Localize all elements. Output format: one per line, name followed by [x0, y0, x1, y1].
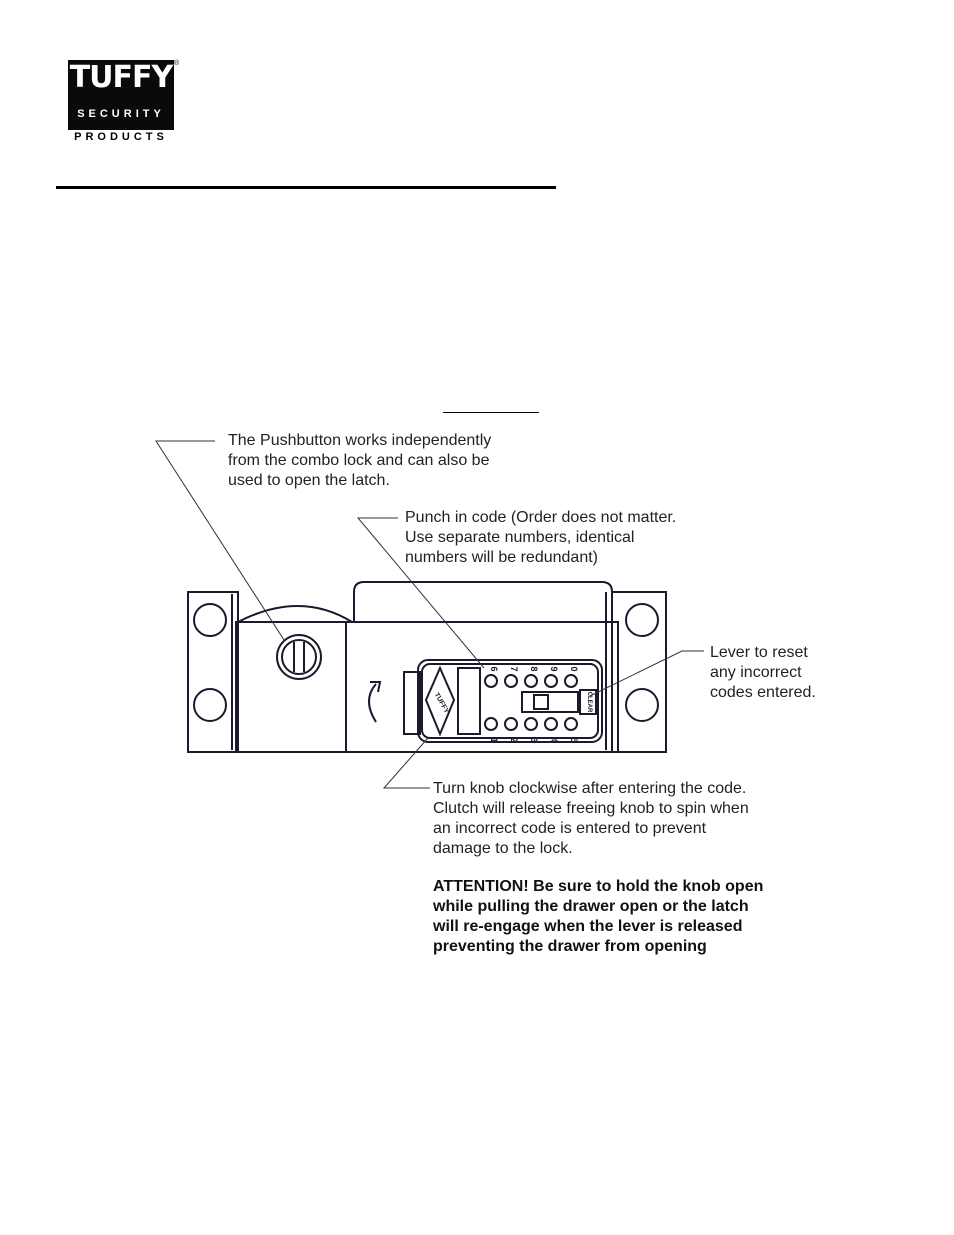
key-4	[544, 717, 558, 731]
turn-note-line: an incorrect code is entered to prevent	[433, 820, 707, 837]
turn-leader	[382, 737, 430, 789]
logo-registered-mark: ®	[174, 60, 180, 67]
key-1	[484, 717, 498, 731]
rotate-arrow-icon	[368, 683, 377, 723]
turn-note-line: damage to the lock.	[433, 840, 573, 857]
knob-side	[403, 671, 421, 735]
punch-note-line: numbers will be redundant)	[405, 549, 598, 566]
logo-security: SECURITY	[77, 108, 165, 120]
attention-note-line: ATTENTION! Be sure to hold the knob open	[433, 878, 764, 895]
key-8	[524, 674, 538, 688]
keypad-top-digit: 6	[489, 666, 499, 671]
pushbutton-note: The Pushbutton works independently from …	[228, 431, 491, 491]
turn-note-line: Clutch will release freeing knob to spin…	[433, 800, 749, 817]
pushbutton-note-line: The Pushbutton works independently	[228, 432, 492, 449]
pushbutton-inner	[281, 639, 317, 675]
pushbutton-leader	[155, 440, 285, 641]
logo-brand: TUFFY	[69, 60, 174, 95]
left-top-mount-hole	[193, 603, 227, 637]
keypad-panel	[417, 659, 603, 743]
keypad-top-digit: 9	[549, 666, 559, 671]
right-top-mount-hole	[625, 603, 659, 637]
punch-note-line: Use separate numbers, identical	[405, 529, 635, 546]
key-0	[564, 674, 578, 688]
knob-label: TUFFY	[433, 692, 451, 715]
lever-note: Lever to reset any incorrect codes enter…	[710, 643, 816, 703]
lock-cover	[353, 581, 613, 622]
keypad-bottom-digit: 2	[509, 737, 519, 742]
knob	[424, 665, 456, 737]
keypad-top-digit: 8	[529, 666, 539, 671]
key-3	[524, 717, 538, 731]
lock-body	[235, 621, 619, 753]
key-6	[484, 674, 498, 688]
right-flange	[611, 591, 667, 753]
keypad-bottom-digit: 3	[529, 737, 539, 742]
lever-note-line: any incorrect	[710, 664, 802, 681]
logo-block	[68, 60, 174, 130]
right-bottom-mount-hole	[625, 688, 659, 722]
keypad-top-digit: 0	[569, 666, 579, 671]
pushbutton	[276, 634, 322, 680]
code-window	[457, 667, 481, 735]
lever-note-line: codes entered.	[710, 684, 816, 701]
lever-label: CLEAR	[586, 692, 592, 713]
attention-note-line: preventing the drawer from opening	[433, 938, 707, 955]
attention-note-line: will re-engage when the lever is release…	[433, 918, 743, 935]
logo-products: PRODUCTS	[74, 131, 168, 143]
punch-code-note: Punch in code (Order does not matter. Us…	[405, 508, 676, 568]
section-rule	[443, 412, 539, 413]
left-bottom-mount-hole	[193, 688, 227, 722]
pushbutton-housing	[237, 605, 353, 623]
pushbutton-note-line: from the combo lock and can also be	[228, 452, 490, 469]
turn-note-line: Turn knob clockwise after entering the c…	[433, 780, 747, 797]
keypad-bottom-digit: 5	[569, 737, 579, 742]
turn-knob-note: Turn knob clockwise after entering the c…	[433, 779, 749, 859]
left-flange	[187, 591, 239, 753]
tuffy-logo: TUFFY ® SECURITY PRODUCTS	[68, 60, 180, 146]
keypad-top-digit: 7	[509, 666, 519, 671]
attention-note: ATTENTION! Be sure to hold the knob open…	[433, 877, 763, 957]
pushbutton-note-line: used to open the latch.	[228, 472, 390, 489]
key-5	[564, 717, 578, 731]
header-rule	[56, 186, 556, 189]
punch-leader	[356, 517, 485, 669]
lever-note-line: Lever to reset	[710, 644, 808, 661]
key-7	[504, 674, 518, 688]
lever-leader	[589, 650, 704, 697]
keypad-bottom-digit: 1	[489, 737, 499, 742]
key-2	[504, 717, 518, 731]
key-9	[544, 674, 558, 688]
punch-note-line: Punch in code (Order does not matter.	[405, 509, 677, 526]
clear-label-plate	[579, 689, 597, 715]
reset-lever	[521, 691, 579, 713]
attention-note-line: while pulling the drawer open or the lat…	[433, 898, 749, 915]
keypad-bottom-digit: 4	[549, 737, 559, 742]
